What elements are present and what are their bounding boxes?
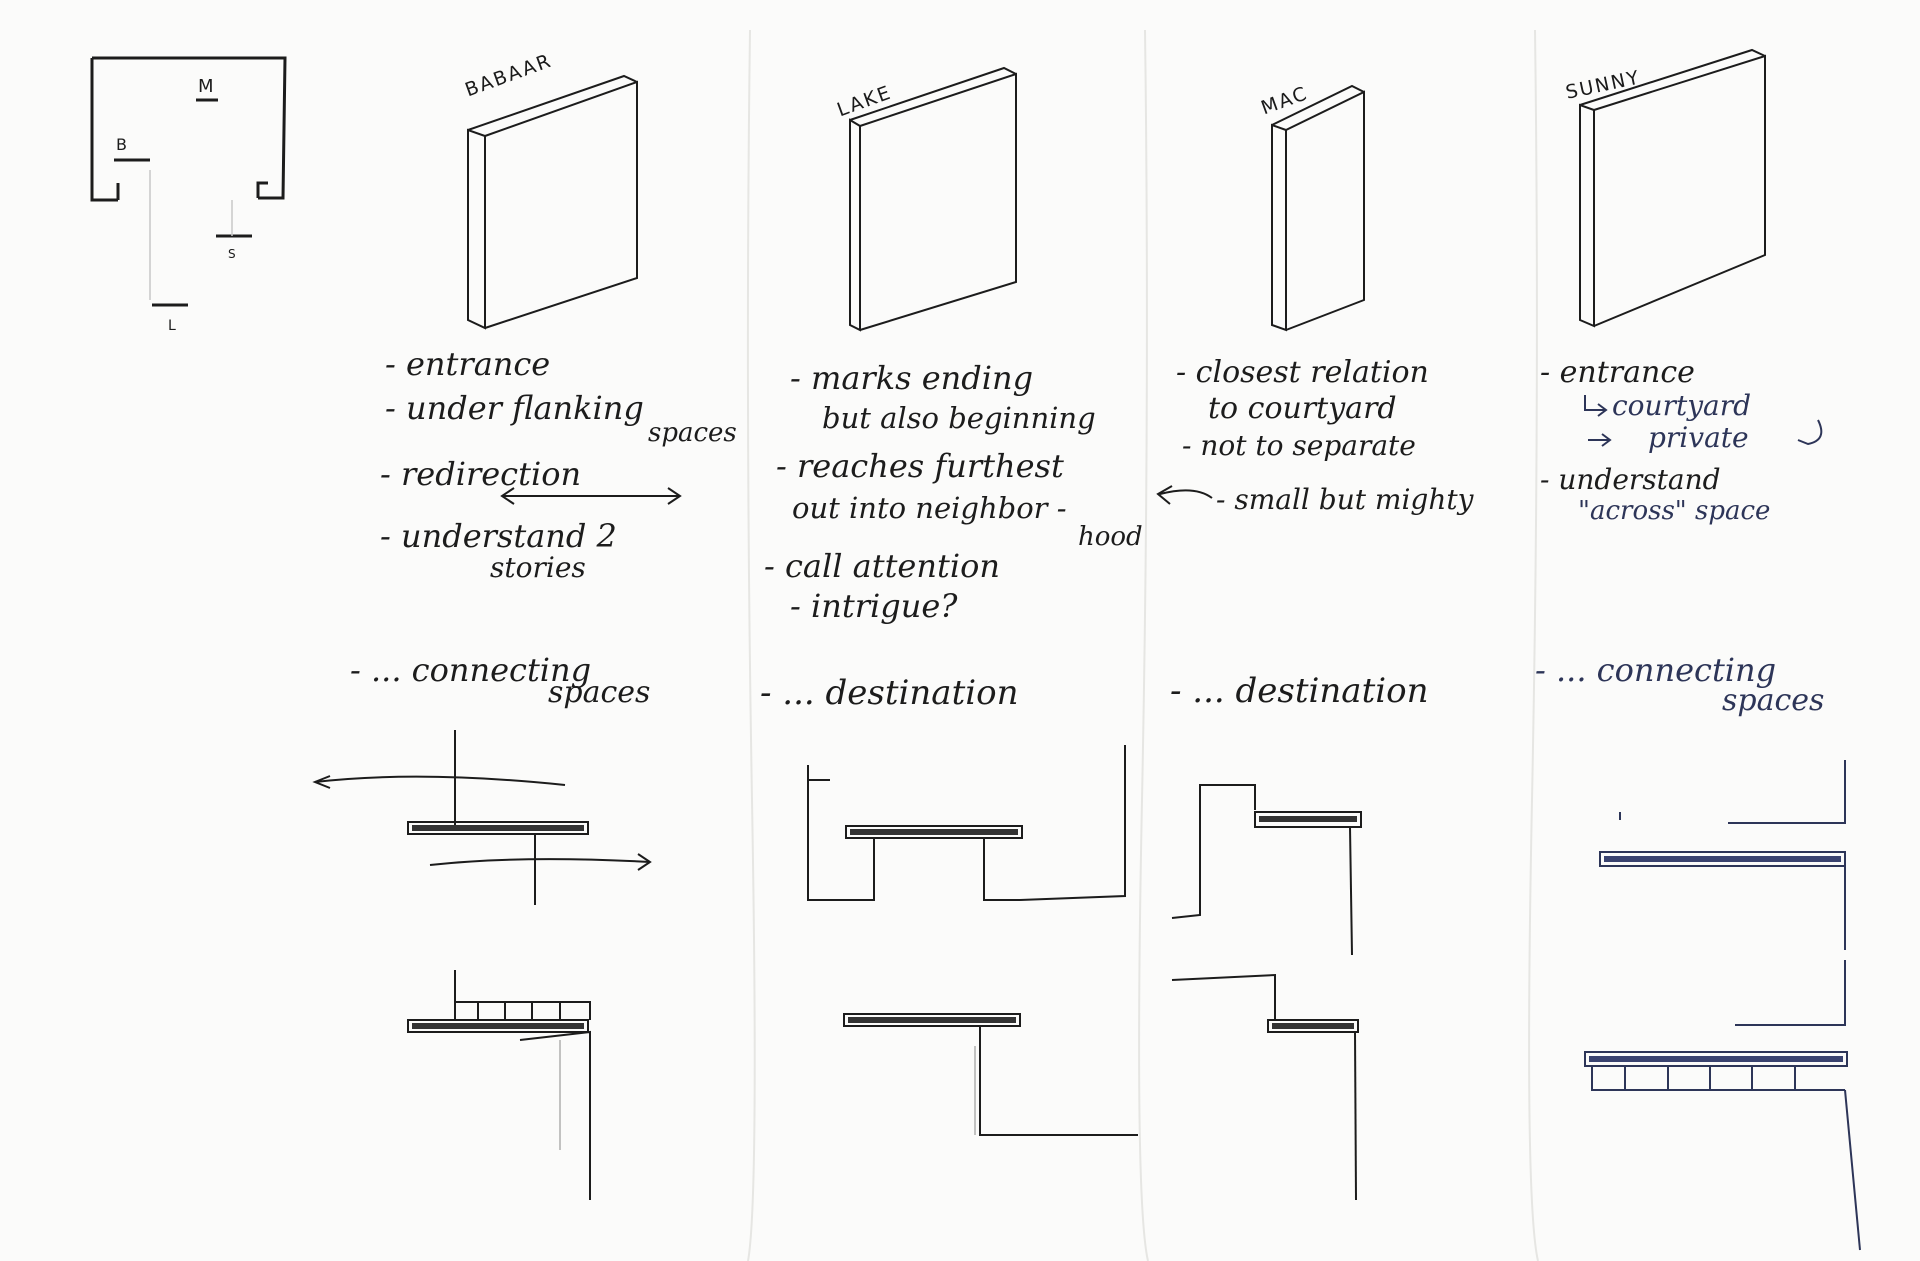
note-babaar-5: - understand 2	[380, 517, 617, 555]
panel-babaar	[467, 74, 638, 330]
note-lake-5: hood	[1078, 522, 1143, 552]
note-mac-2: to courtyard	[1208, 391, 1397, 426]
section-sunny	[1584, 760, 1861, 1251]
key-plan-label-l: L	[168, 318, 176, 334]
summary-sunny-1: - ... connecting	[1535, 651, 1777, 689]
key-plan-label-s: S	[228, 247, 236, 261]
note-lake-1: - marks ending	[790, 359, 1034, 397]
key-plan-label-m: M	[198, 76, 214, 97]
column-dividers	[746, 29, 1539, 1261]
note-mac-3: - not to separate	[1182, 429, 1416, 462]
note-lake-7: - intrigue?	[790, 587, 958, 625]
note-mac-1: - closest relation	[1176, 355, 1429, 390]
note-babaar-4: - redirection	[380, 455, 582, 493]
note-lake-4: out into neighbor -	[792, 491, 1067, 525]
redirection-arrow	[500, 487, 682, 505]
note-sunny-5: "across" space	[1578, 496, 1771, 526]
note-lake-3: - reaches furthest	[776, 447, 1064, 485]
note-babaar-3: spaces	[648, 418, 737, 448]
note-babaar-6: stories	[490, 551, 586, 584]
note-babaar-2: - under flanking	[385, 389, 644, 427]
section-mac	[1171, 784, 1362, 1201]
note-lake-6: - call attention	[764, 547, 1000, 585]
summary-babaar-1: - ... connecting	[350, 651, 592, 689]
panel-lake	[849, 66, 1017, 332]
summary-lake: - ... destination	[760, 673, 1019, 713]
relation-arrow	[1156, 485, 1213, 505]
summary-sunny-2: spaces	[1722, 683, 1825, 718]
note-lake-2: but also beginning	[822, 401, 1096, 435]
panel-sunny	[1579, 48, 1766, 328]
summary-mac: - ... destination	[1170, 671, 1429, 711]
section-babaar	[312, 730, 652, 1200]
sunny-arrows	[1584, 395, 1823, 447]
summary-babaar-2: spaces	[548, 675, 651, 710]
note-babaar-1: - entrance	[385, 345, 551, 383]
key-plan	[90, 56, 287, 307]
note-sunny-2: courtyard	[1612, 389, 1752, 422]
note-sunny-4: - understand	[1540, 463, 1721, 496]
section-lake	[807, 745, 1138, 1136]
panel-mac	[1271, 84, 1365, 332]
note-sunny-3: private	[1648, 421, 1749, 454]
key-plan-label-b: B	[116, 135, 127, 154]
note-mac-4: - small but mighty	[1216, 483, 1474, 516]
note-sunny-1: - entrance	[1540, 355, 1695, 390]
